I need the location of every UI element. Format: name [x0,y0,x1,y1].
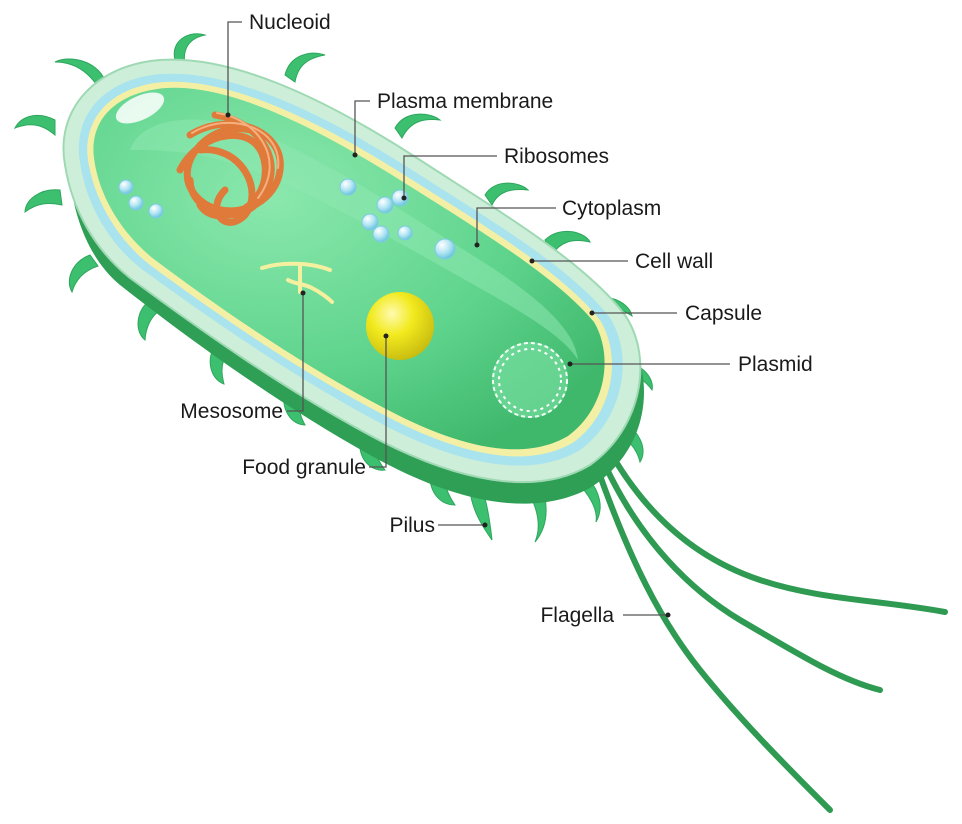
dot-cell-wall [530,259,535,264]
dot-pilus [483,523,488,528]
label-mesosome: Mesosome [180,400,283,423]
flagella [598,455,945,810]
dot-nucleoid [226,113,231,118]
cell-body [63,60,644,504]
label-nucleoid: Nucleoid [249,11,331,34]
label-plasmid: Plasmid [738,353,813,376]
label-plasma-membrane: Plasma membrane [377,90,553,113]
flagellum-1 [612,455,945,612]
dot-food-granule [384,334,389,339]
flagellum-3 [598,470,830,810]
label-capsule: Capsule [685,302,762,325]
label-food-granule: Food granule [242,456,366,479]
dot-capsule [590,311,595,316]
food-granule [366,292,434,360]
dot-mesosome [301,291,306,296]
label-ribosomes: Ribosomes [504,145,609,168]
plasmid [492,342,568,418]
label-cytoplasm: Cytoplasm [562,197,661,220]
dot-flagella [666,613,671,618]
label-flagella: Flagella [540,604,614,627]
dot-cytoplasm [475,243,480,248]
dot-plasma-membrane [353,153,358,158]
label-cell-wall: Cell wall [635,250,713,273]
dot-ribosomes [402,196,407,201]
label-pilus: Pilus [389,514,435,537]
dot-plasmid [568,362,573,367]
